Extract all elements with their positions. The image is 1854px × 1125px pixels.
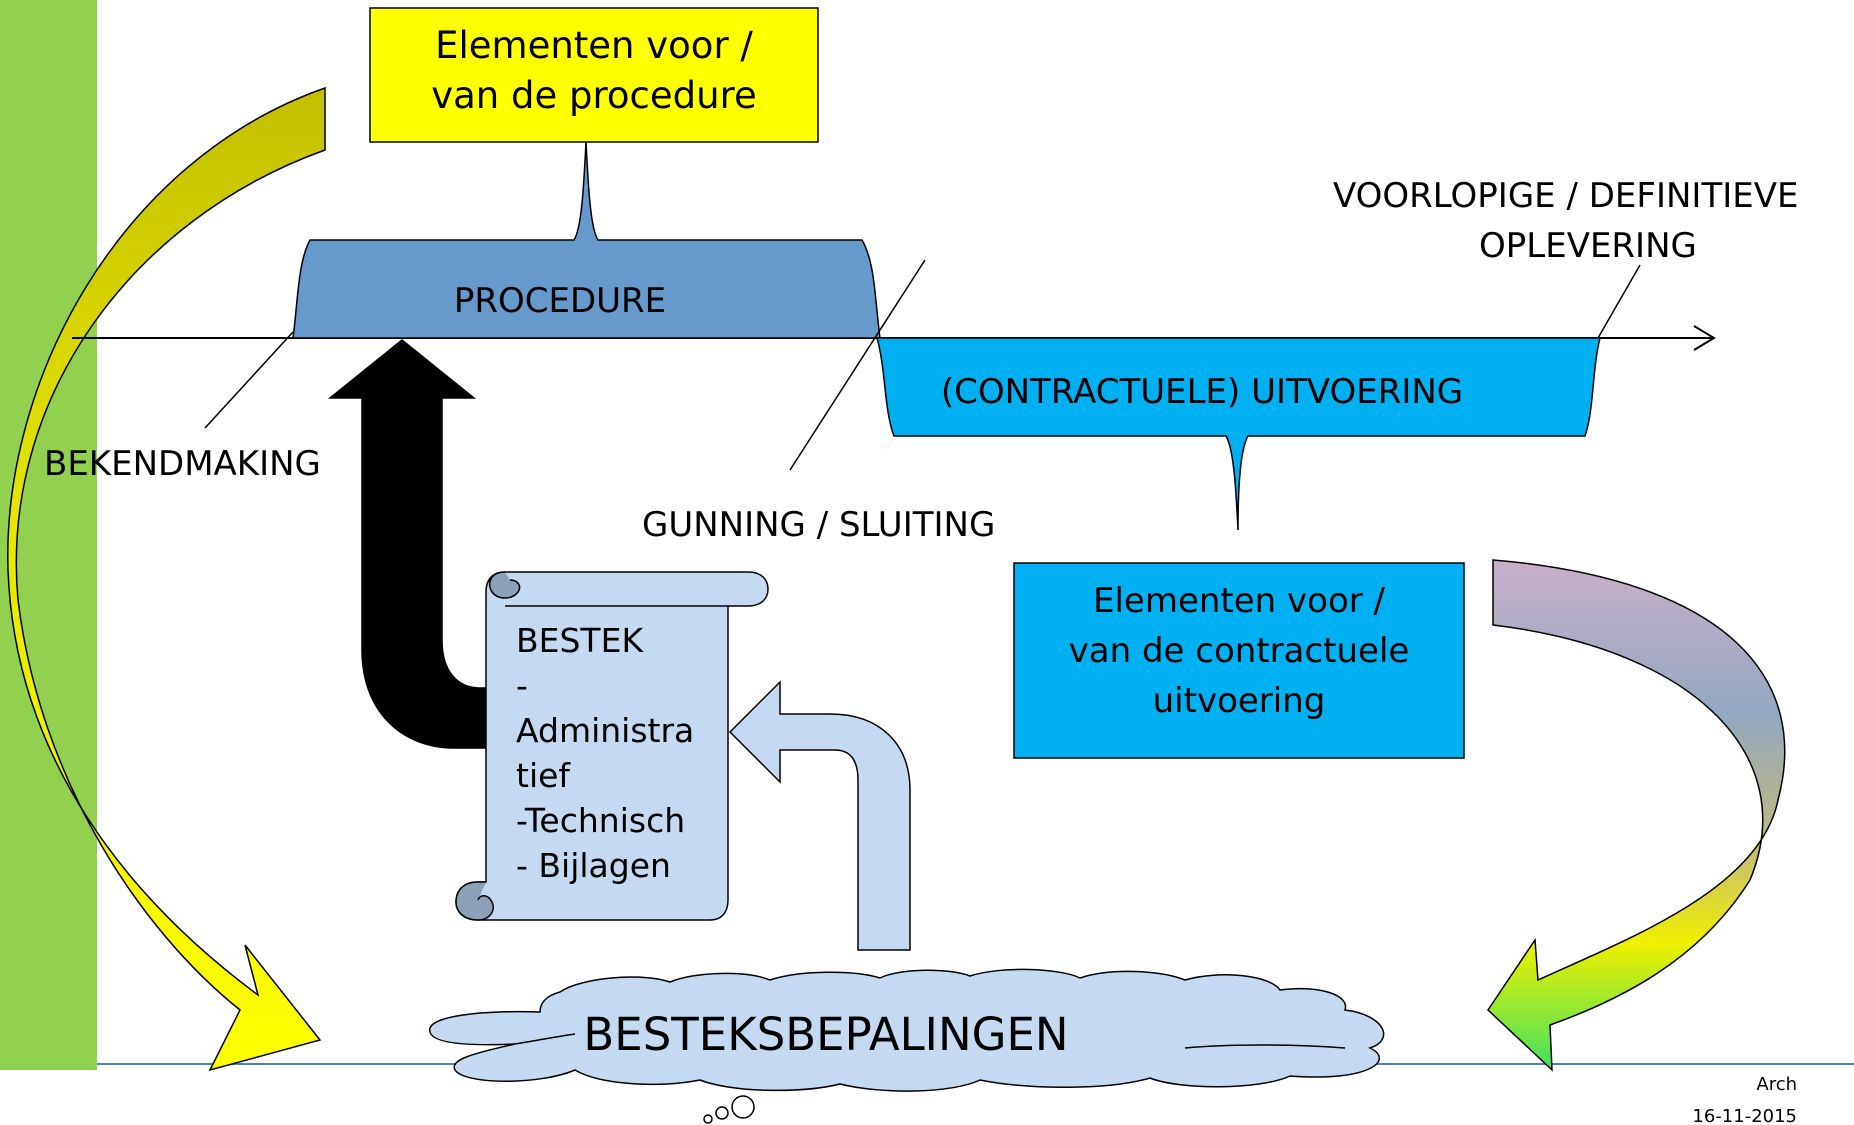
procedure-elements-line1: Elementen voor / [435, 24, 753, 67]
procedure-tab-label: PROCEDURE [454, 281, 666, 321]
cloud-fold-left [514, 1033, 576, 1045]
gunning-label: GUNNING / SLUITING [642, 505, 995, 545]
bestek-to-procedure-arrow [327, 339, 493, 749]
procedure-elements-line2: van de procedure [431, 74, 757, 117]
footer-date: 16-11-2015 [1692, 1106, 1797, 1125]
bestek-line-6: - Bijlagen [516, 846, 671, 885]
uitvoering-tab [876, 337, 1601, 531]
left-curved-arrow [7, 86, 326, 1072]
bestek-scroll-top-curl [488, 571, 521, 599]
uitvoering-tab-label: (CONTRACTUELE) UITVOERING [941, 372, 1463, 412]
bekendmaking-label: BEKENDMAKING [44, 444, 321, 484]
procedure-tab [292, 141, 881, 339]
oplevering-line2: OPLEVERING [1479, 226, 1697, 266]
cloud-bubble-medium [715, 1106, 729, 1120]
footer-author: Arch [1756, 1074, 1797, 1095]
timeline-arrowhead [1693, 325, 1716, 351]
cloud-shape [429, 968, 1385, 1092]
oplevering-line1: VOORLOPIGE / DEFINITIEVE [1333, 176, 1798, 216]
uitvoering-elements-line2: van de contractuele [1069, 631, 1410, 671]
bestek-line-1: BESTEK [516, 621, 644, 660]
besteksbepalingen-to-bestek-arrow [728, 680, 911, 951]
cloud-fold-right [1184, 1044, 1346, 1049]
cloud-bubble-small [703, 1114, 713, 1124]
bestek-line-5: -Technisch [516, 801, 685, 840]
bestek-line-4: tief [516, 756, 571, 795]
uitvoering-elements-line1: Elementen voor / [1093, 581, 1386, 621]
cloud-label: BESTEKSBEPALINGEN [583, 1008, 1068, 1061]
bestek-line-3: Administra [516, 711, 694, 750]
bekendmaking-leader [204, 331, 294, 429]
right-curved-arrow [1487, 559, 1786, 1072]
procedure-elements-box [369, 7, 819, 143]
bestek-scroll-bottom-curl [455, 881, 494, 921]
oplevering-leader [1597, 264, 1641, 339]
besteksbepalingen-cloud: BESTEKSBEPALINGEN [429, 968, 1385, 1124]
uitvoering-elements-box [1013, 562, 1465, 759]
cloud-bubble-large [731, 1095, 755, 1119]
bestek-scroll: BESTEK - Administra tief -Technisch - Bi… [455, 571, 769, 921]
gunning-leader [789, 259, 926, 471]
uitvoering-elements-line3: uitvoering [1153, 681, 1326, 721]
bestek-line-2: - [516, 666, 528, 705]
